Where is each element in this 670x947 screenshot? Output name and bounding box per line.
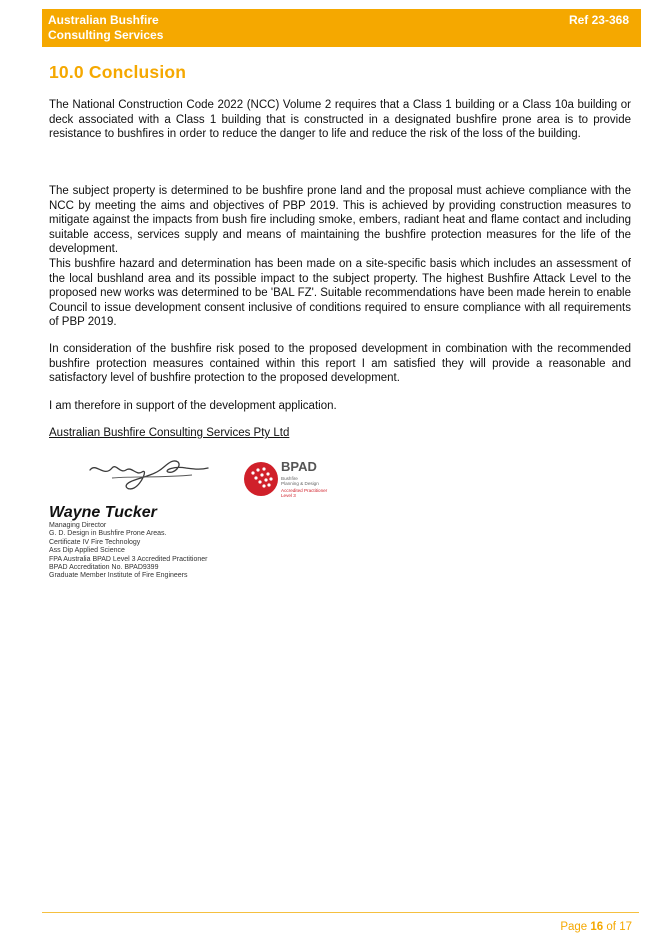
credential-item: BPAD Accreditation No. BPAD9399	[49, 564, 159, 572]
paragraph-determination: This bushfire hazard and determination h…	[49, 258, 631, 328]
company-name: Australian Bushfire Consulting Services …	[49, 427, 290, 439]
credential-item: Ass Dip Applied Science	[49, 547, 125, 555]
bpad-subtitle: Bushfire Planning & Design	[281, 476, 319, 486]
bpad-accreditation-line1: Accredited Practitioner	[281, 488, 328, 493]
page-number: Page 16 of 17	[560, 921, 632, 933]
paragraph-ncc-requirements: The National Construction Code 2022 (NCC…	[49, 99, 631, 140]
bpad-logo-icon	[244, 462, 278, 496]
page-label: Page	[560, 921, 588, 933]
of-label: of	[606, 921, 616, 933]
credential-item: G. D. Design in Bushfire Prone Areas.	[49, 530, 167, 538]
bpad-subtitle-line2: Planning & Design	[281, 481, 319, 487]
bpad-logo: BPAD Bushfire Planning & Design Accredit…	[243, 459, 343, 501]
org-name: Australian Bushfire Consulting Services	[48, 13, 248, 43]
handwritten-signature	[89, 460, 209, 490]
current-page: 16	[590, 921, 604, 933]
total-pages: 17	[619, 921, 632, 933]
signer-credentials: Managing Director G. D. Design in Bushfi…	[49, 522, 207, 581]
credential-item: Managing Director	[49, 522, 107, 529]
bpad-title: BPAD	[281, 459, 317, 474]
bpad-accreditation-line2: Level 3	[281, 493, 296, 499]
header-bar: Australian Bushfire Consulting Services …	[42, 9, 641, 47]
bpad-accreditation: Accredited Practitioner Level 3	[281, 488, 327, 498]
credential-item: FPA Australia BPAD Level 3 Accredited Pr…	[49, 555, 208, 563]
footer-divider	[42, 912, 639, 913]
reference-number: Ref 23-368	[568, 13, 629, 27]
paragraph-consideration: In consideration of the bushfire risk po…	[49, 343, 631, 384]
section-title: 10.0 Conclusion	[49, 62, 187, 82]
paragraph-support: I am therefore in support of the develop…	[49, 400, 337, 412]
bpad-subtitle-line1: Bushfire	[281, 476, 298, 481]
credential-item: Certificate IV Fire Technology	[49, 538, 141, 546]
org-name-line1: Australian Bushfire	[48, 13, 159, 27]
credential-item: Graduate Member Institute of Fire Engine…	[49, 572, 188, 580]
org-name-line2: Consulting Services	[48, 28, 164, 42]
paragraph-compliance: The subject property is determined to be…	[49, 185, 631, 255]
signer-name: Wayne Tucker	[49, 504, 157, 521]
